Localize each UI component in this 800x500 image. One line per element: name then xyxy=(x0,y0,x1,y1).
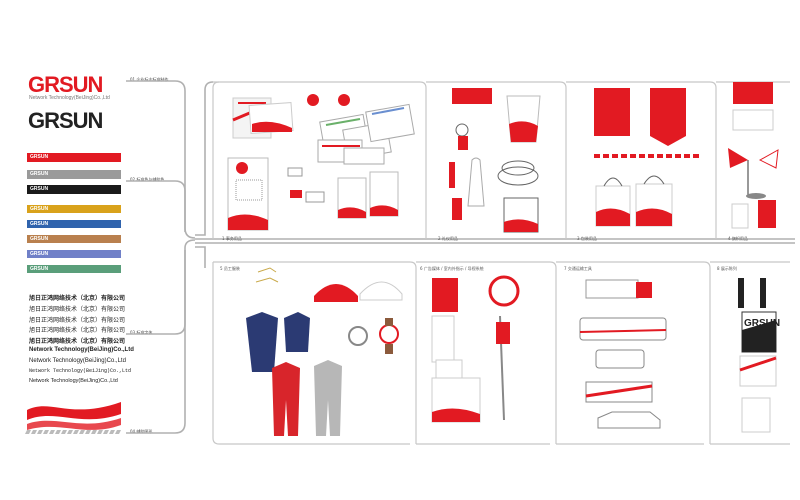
office-supplies-art xyxy=(227,94,415,231)
font-sample-8: Network Technology(BeiJing)Co.,Ltd xyxy=(29,368,132,374)
accent-chip-gold: GRSUN xyxy=(27,205,121,213)
uniform-art xyxy=(246,267,403,436)
display-sign-text: GRSUN xyxy=(744,318,781,329)
font-sample-2: 旭日正鸿网络技术（北京）有限公司 xyxy=(29,306,126,313)
color-band-black: GRSUN xyxy=(27,185,121,194)
panel-label-flags: 4 旗帜用品 xyxy=(728,236,748,241)
section-label-colors: 02 标准色与辅助色 xyxy=(130,177,165,182)
section-label-fonts: 03 标准字体 xyxy=(130,330,153,335)
panel-label-display: 8 展示陈列 xyxy=(717,266,737,271)
flags-art xyxy=(728,82,779,229)
gifts-art xyxy=(449,88,541,233)
signage-art xyxy=(431,275,520,423)
font-sample-6: Network Technology(BeiJing)Co.,Ltd xyxy=(29,347,134,353)
panel-label-signage: 6 广告媒体 / 室内外指示 / 导视系统 xyxy=(420,266,484,271)
color-band-red: GRSUN xyxy=(27,153,121,162)
vehicles-art xyxy=(579,279,667,429)
display-art xyxy=(738,278,777,433)
section-label-logo: 01 企业标志标准制作 xyxy=(130,77,169,82)
font-sample-9: Network Technology(BeiJing)Co.,Ltd xyxy=(29,378,118,384)
font-sample-4: 旭日正鸿网络技术（北京）有限公司 xyxy=(29,327,126,334)
font-sample-7: Network Technology(BeiJing)Co.,Ltd xyxy=(29,358,126,364)
font-sample-1: 旭日正鸿网络技术（北京）有限公司 xyxy=(29,295,126,302)
panel-label-packaging: 3 包装用品 xyxy=(577,236,597,241)
panel-label-uniform: 5 员工服装 xyxy=(220,266,240,271)
panel-label-office: 1 事务用品 xyxy=(222,236,242,241)
logo-tagline: Network Technology(BeiJing)Co.,Ltd xyxy=(29,95,110,101)
packaging-art xyxy=(594,88,700,227)
wave-pattern xyxy=(25,400,121,434)
accent-chip-blue: GRSUN xyxy=(27,220,121,228)
panel-label-gifts: 2 礼仪用品 xyxy=(438,236,458,241)
accent-chip-brown: GRSUN xyxy=(27,235,121,243)
panel-label-vehicles: 7 交通运输工具 xyxy=(564,266,592,271)
section-label-pattern: 04 辅助图形 xyxy=(130,429,153,434)
font-sample-3: 旭日正鸿网络技术（北京）有限公司 xyxy=(29,317,126,324)
font-sample-5: 旭日正鸿网络技术（北京）有限公司 xyxy=(29,338,126,345)
accent-chip-green: GRSUN xyxy=(27,265,121,273)
color-band-gray: GRSUN xyxy=(27,170,121,179)
logo-black: GRSUN xyxy=(28,108,103,133)
accent-chip-violet: GRSUN xyxy=(27,250,121,258)
logo-color: GRSUN xyxy=(28,72,103,97)
